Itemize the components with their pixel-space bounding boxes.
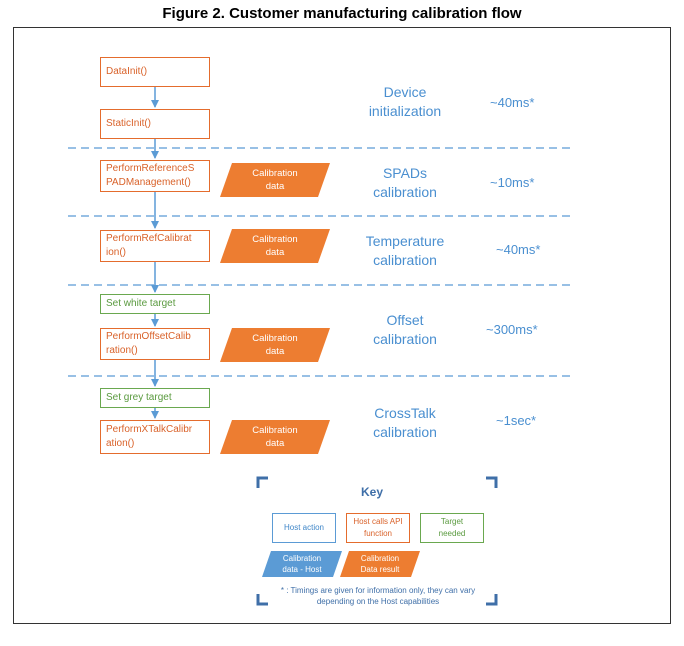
stage-label-device-init: Device initialization [368,84,442,119]
datainit-label: DataInit() [106,66,148,77]
staticinit-label: StaticInit() [106,118,152,129]
calibration-data-refcal: Calibration data [220,229,330,263]
key-bracket [486,476,498,488]
spad-management-box: PerformReferenceS PADManagement() [100,160,210,192]
calibration-data-label: Calibration data [252,333,298,357]
key-calibration-result: Calibration Data result [340,551,420,577]
key-title: Key [360,485,383,499]
timing-offset: ~300ms* [486,322,538,337]
timing-crosstalk: ~1sec* [496,413,537,428]
offset-calibration-label: PerformOffsetCalib ration() [106,331,191,356]
staticinit-box: StaticInit() [100,109,210,139]
calibration-data-offset: Calibration data [220,328,330,362]
grey-target-box: Set grey target [100,388,210,408]
white-target-box: Set white target [100,294,210,314]
stage-label-spads: SPADs calibration [373,165,437,200]
timing-footnote: * : Timings are given for information on… [280,586,476,606]
datainit-box: DataInit() [100,57,210,87]
key-host-calls-api: Host calls API function [346,513,410,543]
xtalk-calibration-box: PerformXTalkCalibr ation() [100,420,210,454]
grey-target-label: Set grey target [106,392,172,403]
xtalk-calibration-label: PerformXTalkCalibr ation() [106,424,193,449]
key-calibration-result-label: Calibration Data result [360,554,400,574]
calibration-data-xtalk: Calibration data [220,420,330,454]
calibration-data-label: Calibration data [252,234,298,258]
white-target-label: Set white target [106,298,176,309]
offset-calibration-box: PerformOffsetCalib ration() [100,328,210,360]
timing-spads: ~10ms* [490,175,535,190]
stage-label-offset: Offset calibration [373,312,437,347]
ref-calibration-label: PerformRefCalibrat ion() [106,233,192,258]
calibration-data-spad: Calibration data [220,163,330,197]
key-bracket [486,594,498,606]
key-bracket [256,476,268,488]
timing-temperature: ~40ms* [496,242,541,257]
stage-label-temperature: Temperature calibration [365,233,445,268]
figure-title: Figure 2. Customer manufacturing calibra… [162,5,522,22]
calibration-data-label: Calibration data [252,168,298,192]
key-host-action: Host action [272,513,336,543]
figure-frame [13,27,671,624]
calibration-data-label: Calibration data [252,425,298,449]
ref-calibration-box: PerformRefCalibrat ion() [100,230,210,262]
stage-label-crosstalk: CrossTalk calibration [373,405,437,440]
timing-device-init: ~40ms* [490,95,535,110]
key-bracket [256,594,268,606]
key-calibration-host-label: Calibration data - Host [282,554,322,574]
key-target-needed: Target needed [420,513,484,543]
key-calibration-host: Calibration data - Host [262,551,342,577]
spad-management-label: PerformReferenceS PADManagement() [106,163,195,188]
